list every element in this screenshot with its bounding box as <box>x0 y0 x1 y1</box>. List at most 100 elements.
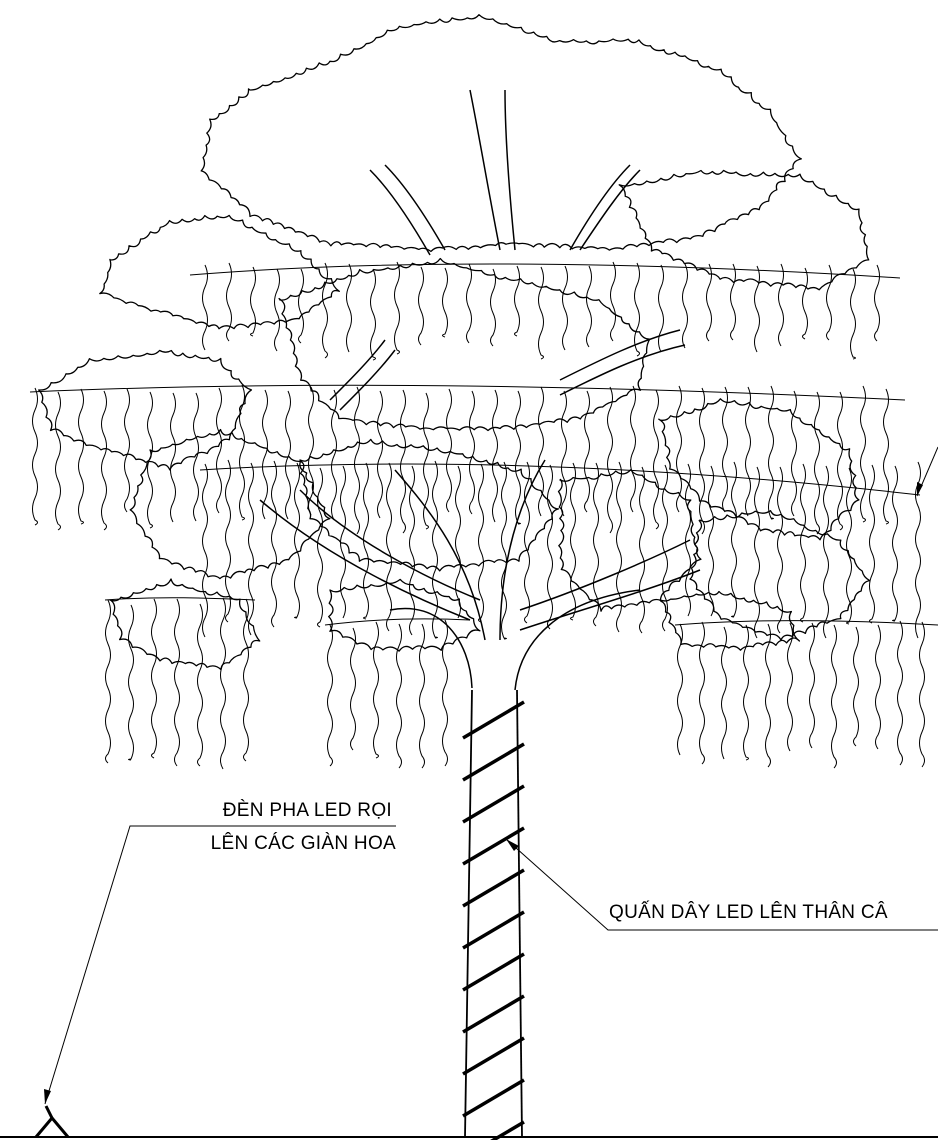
led-string <box>170 392 176 523</box>
led-string <box>327 624 333 767</box>
led-string <box>294 462 300 619</box>
led-wrap-band <box>462 952 525 992</box>
led-string <box>373 621 379 759</box>
led-string <box>800 463 806 623</box>
led-string <box>721 626 727 760</box>
branch-edge <box>329 339 386 401</box>
led-string <box>915 461 921 639</box>
led-string <box>616 461 622 633</box>
led-string <box>298 268 304 344</box>
led-wrap-band <box>462 994 525 1034</box>
led-string <box>340 465 346 619</box>
tree-canopy <box>38 14 871 671</box>
led-string <box>105 599 111 764</box>
led-string <box>777 466 783 634</box>
led-string <box>419 623 425 769</box>
led-string <box>853 626 859 747</box>
branch-edge <box>259 499 471 621</box>
led-string <box>409 465 415 636</box>
led-string <box>869 464 875 624</box>
led-string <box>322 262 328 359</box>
led-string <box>250 266 256 337</box>
canopy-cluster <box>328 578 481 652</box>
floodlight-callout: ĐÈN PHA LED RỌI LÊN CÁC GIÀN HOA <box>44 800 396 1105</box>
led-string <box>682 263 688 349</box>
branch-edge <box>569 164 631 251</box>
led-string <box>490 268 496 347</box>
led-wrapped-trunk <box>462 689 525 1140</box>
led-string <box>455 465 461 619</box>
branch-edge <box>384 164 446 251</box>
branch-edge <box>559 329 681 381</box>
led-string <box>706 263 712 342</box>
led-string <box>875 624 881 750</box>
led-string <box>524 461 530 624</box>
led-string-rail <box>189 263 901 279</box>
led-string <box>823 465 829 639</box>
led-string-rail <box>324 618 471 626</box>
led-string <box>363 462 369 620</box>
led-string <box>274 268 280 352</box>
led-string <box>243 598 249 762</box>
canopy-cluster <box>278 257 651 432</box>
led-string <box>400 389 406 534</box>
canopy-cluster <box>200 14 802 253</box>
led-string <box>837 391 843 531</box>
led-string <box>677 623 683 756</box>
led-string <box>55 391 61 531</box>
led-string <box>350 627 356 751</box>
led-string <box>892 465 898 622</box>
led-string <box>639 466 645 634</box>
branch-edge <box>394 469 486 641</box>
canopy-cluster <box>38 349 253 471</box>
led-string <box>685 463 691 617</box>
trunk-wrap-callout: QUẤN DÂY LED LÊN THÂN CÂ <box>505 838 938 931</box>
led-string <box>860 385 866 523</box>
led-string <box>262 389 268 520</box>
led-string <box>731 461 737 618</box>
trunk-wrap-label: QUẤN DÂY LED LÊN THÂN CÂ <box>609 901 888 923</box>
led-string <box>446 388 452 513</box>
led-string <box>197 603 203 767</box>
canopy-cluster <box>109 578 261 671</box>
led-string <box>151 598 157 759</box>
led-string <box>919 621 925 768</box>
branch-edge <box>369 169 431 256</box>
led-string <box>396 623 402 769</box>
led-string <box>193 392 199 522</box>
floodlight-label-line2: LÊN CÁC GIÀN HOA <box>211 832 396 854</box>
led-string-rail <box>199 463 921 496</box>
led-string <box>874 264 880 342</box>
led-string <box>814 391 820 535</box>
led-string <box>331 389 337 521</box>
led-string <box>317 467 323 628</box>
led-wrap-band <box>462 742 525 782</box>
led-wrap-band <box>462 700 525 740</box>
led-string <box>883 388 889 525</box>
led-string <box>147 391 153 529</box>
led-string <box>354 386 360 535</box>
led-wrap-band <box>462 784 525 824</box>
led-string <box>514 265 520 337</box>
led-string <box>538 386 544 517</box>
led-wrap-band <box>462 826 525 866</box>
led-string <box>248 462 254 636</box>
led-string <box>492 389 498 523</box>
led-string-rail <box>674 619 938 626</box>
branch-edge <box>389 607 473 689</box>
led-string <box>418 266 424 346</box>
led-string <box>32 387 38 526</box>
led-string <box>826 264 832 341</box>
branch-edge <box>499 459 546 641</box>
led-string <box>501 461 507 640</box>
led-string <box>846 467 852 625</box>
floodlight-label-line1: ĐÈN PHA LED RỌI <box>223 800 392 821</box>
led-string <box>787 622 793 752</box>
branch-edge <box>504 89 516 251</box>
led-string <box>658 264 664 353</box>
tree-branches <box>259 89 701 691</box>
led-string <box>442 619 448 767</box>
canopy-cluster <box>99 214 340 330</box>
led-string <box>831 624 837 769</box>
led-string <box>285 390 291 520</box>
